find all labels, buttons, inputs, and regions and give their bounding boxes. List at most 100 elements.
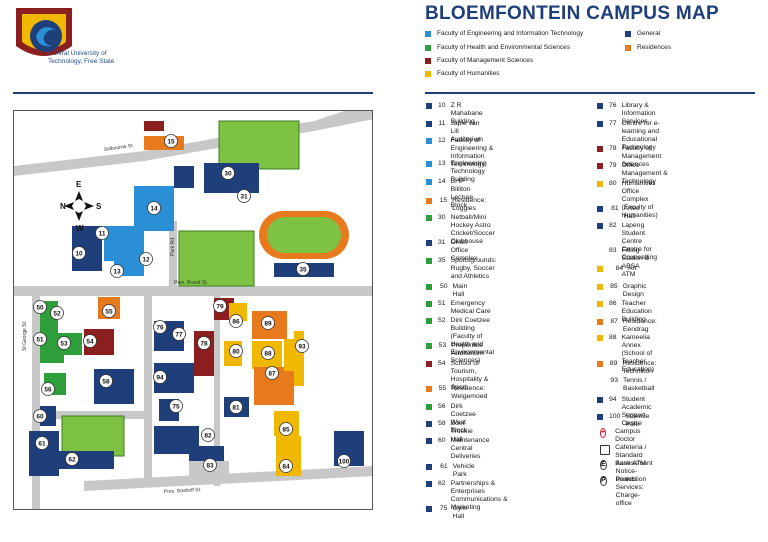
building-swatch <box>426 301 432 307</box>
map-label-circle <box>83 334 97 348</box>
building-name: Graphic Design <box>622 283 647 298</box>
map-label-number: 35 <box>299 266 307 273</box>
building-swatch <box>426 198 432 204</box>
building-number: 78 <box>609 145 617 152</box>
map-label-circle <box>99 374 113 388</box>
building-number: 61 <box>440 463 448 470</box>
building-swatch <box>426 421 432 427</box>
building-swatch <box>597 414 603 420</box>
map-label-number: 12 <box>142 256 150 263</box>
building-swatch <box>597 223 603 229</box>
building-swatch <box>597 319 603 325</box>
building-name: Faculty of Management Sciences <box>621 145 662 168</box>
map-label-number: 53 <box>60 340 68 347</box>
building-name: Emergency Medical Care <box>450 300 491 315</box>
map-label-circle <box>65 452 79 466</box>
map-label-number: 62 <box>68 456 76 463</box>
building-number: 15 <box>439 197 448 204</box>
map-label-circle <box>164 134 178 148</box>
map-label-number: 78 <box>200 340 208 347</box>
building-number: 83 <box>609 247 617 254</box>
legend-item: Faculty of Engineering and Information T… <box>425 30 583 37</box>
building-name: Partnerships & Enterprises Communication… <box>450 480 508 511</box>
compass-letter: N <box>60 202 66 211</box>
building-number: 11 <box>438 120 446 127</box>
map-label-circle <box>337 454 351 468</box>
building-swatch <box>597 248 603 254</box>
building-name: Residence: Technikon <box>622 360 657 375</box>
building-number: 79 <box>609 162 617 169</box>
building-number: 77 <box>609 120 617 127</box>
building-name: Japie van Lill Auditorium <box>450 120 483 143</box>
campus-building <box>174 166 194 188</box>
street-name: Selbourne St. <box>103 143 134 153</box>
building-number: 84 <box>615 265 623 272</box>
map-label-number: 51 <box>36 336 44 343</box>
street-name: Pres. Boshoff St. <box>164 487 202 495</box>
compass-letter: S <box>96 202 102 211</box>
parking-icon: P <box>600 476 607 486</box>
map-label-number: 79 <box>216 303 224 310</box>
building-name: Centre for e-learning and Educational Te… <box>621 120 660 151</box>
map-label-number: 15 <box>167 138 175 145</box>
map-label-number: 60 <box>36 413 44 420</box>
building-swatch <box>426 464 432 470</box>
building-name: Lapeng Student Centre Centre for Counsel… <box>621 222 658 261</box>
map-label-number: 82 <box>204 432 212 439</box>
building-swatch <box>426 240 432 246</box>
building-name: Gym Hall <box>452 505 467 520</box>
map-label-circle <box>35 436 49 450</box>
map-label-circle <box>72 246 86 260</box>
building-number: 62 <box>438 480 446 487</box>
building-name: Maintenance Central Deliveries <box>450 437 490 460</box>
field-rugby <box>178 230 255 287</box>
building-swatch <box>426 481 432 487</box>
header-rule-right <box>425 92 755 94</box>
map-label-number: 94 <box>156 374 164 381</box>
building-swatch <box>426 138 432 144</box>
compass-arrow-icon <box>75 211 83 221</box>
building-name: Preperitus Auditorium <box>451 342 484 357</box>
building-swatch <box>597 121 603 127</box>
map-label-circle <box>50 306 64 320</box>
map-label-number: 30 <box>224 170 232 177</box>
building-number: 82 <box>609 222 617 229</box>
building-number: 88 <box>609 334 617 341</box>
building-item: 77 Centre for e-learning and Educational … <box>597 120 664 152</box>
road-park <box>169 221 177 291</box>
legend-swatch <box>425 30 431 37</box>
building-item: 11 Japie van Lill Auditorium <box>426 120 489 144</box>
building-swatch <box>426 121 432 127</box>
map-label-circle <box>172 327 186 341</box>
compass-arrow-icon <box>75 191 83 201</box>
building-number: 55 <box>438 385 447 392</box>
building-swatch <box>597 378 603 384</box>
building-swatch <box>426 438 432 444</box>
map-label-number: 14 <box>150 205 158 212</box>
map-label-circle <box>153 370 167 384</box>
map-label-circle <box>147 201 161 215</box>
map-label-number: 83 <box>206 462 214 469</box>
building-swatch <box>597 163 603 169</box>
road-internal-3 <box>214 296 220 486</box>
map-label-number: 11 <box>99 230 106 237</box>
campus-building <box>144 136 184 150</box>
map-label-number: 55 <box>105 308 113 315</box>
building-name: Teacher Education Building <box>621 300 652 323</box>
map-label-circle <box>33 409 47 423</box>
building-number: 60 <box>438 437 446 444</box>
building-swatch <box>426 361 432 367</box>
header-rule-left <box>13 92 373 94</box>
symbol-label: Assessment Notice-boards <box>615 460 653 483</box>
building-swatch <box>426 161 432 167</box>
